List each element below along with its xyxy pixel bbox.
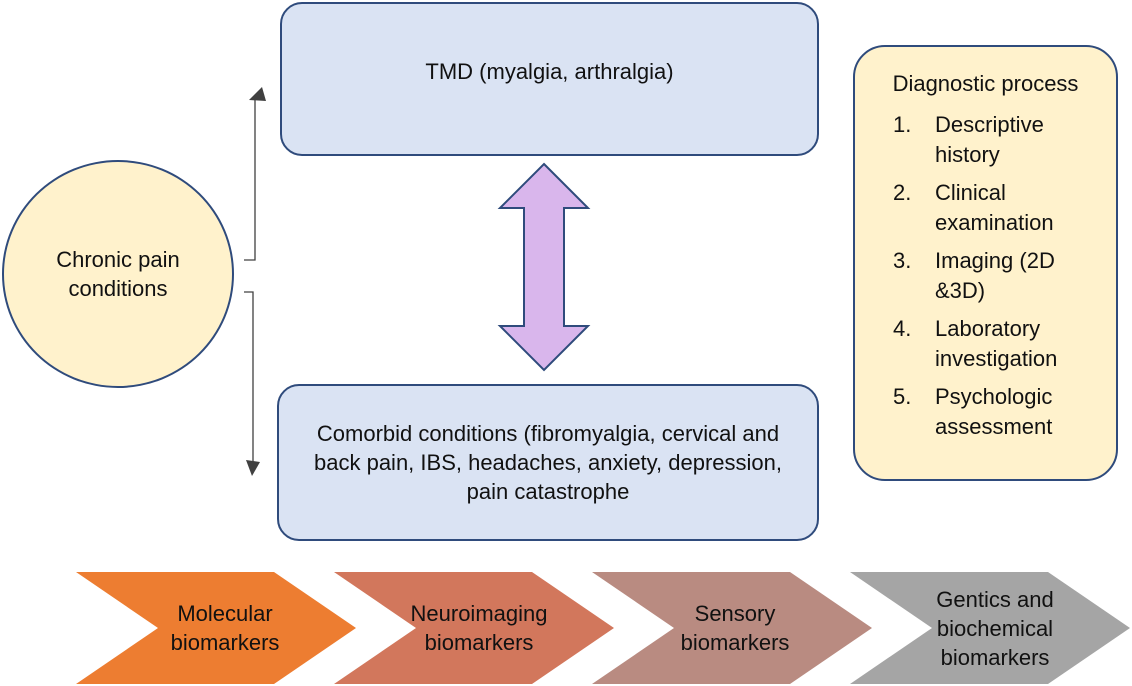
diagnostic-step: 4. Laboratory investigation <box>855 314 1116 374</box>
biomarker-label-genetics: Gentics and biochemical biomarkers <box>936 586 1054 670</box>
arrowhead-to-comorbid <box>246 460 260 476</box>
connector-to-comorbid <box>244 291 254 466</box>
chevron-sensory <box>592 572 872 684</box>
step-number: 4. <box>893 316 912 341</box>
biomarker-label-sensory: Sensory biomarkers <box>680 601 790 655</box>
biomarker-label-neuroimaging: Neuroimaging biomarkers <box>410 601 548 655</box>
diagnostic-step: 3. Imaging (2D &3D) <box>855 246 1116 306</box>
chevron-neuroimaging <box>334 572 614 684</box>
step-label: Descriptive history <box>935 112 1044 167</box>
step-label: Laboratory investigation <box>935 316 1058 371</box>
step-label: Psychologic assessment <box>935 384 1053 439</box>
comorbid-conditions-box: Comorbid conditions (fibromyalgia, cervi… <box>277 384 819 541</box>
comorbid-label: Comorbid conditions (fibromyalgia, cervi… <box>314 421 782 504</box>
double-arrow-icon <box>497 162 591 372</box>
chronic-label: Chronic pain conditions <box>56 247 180 301</box>
tmd-box: TMD (myalgia, arthralgia) <box>280 2 819 156</box>
diagnostic-step: 5. Psychologic assessment <box>855 382 1116 442</box>
tmd-label: TMD (myalgia, arthralgia) <box>425 59 674 84</box>
biomarker-label-molecular: Molecular biomarkers <box>170 601 280 655</box>
chevron-genetics <box>850 572 1130 684</box>
chevron-molecular <box>76 572 356 684</box>
diagnostic-steps-list: 1. Descriptive history 2. Clinical exami… <box>855 110 1116 442</box>
chronic-pain-circle: Chronic pain conditions <box>2 160 234 388</box>
diagnostic-step: 2. Clinical examination <box>855 178 1116 238</box>
connector-to-tmd <box>244 96 256 261</box>
arrowhead-to-tmd <box>249 87 266 101</box>
step-number: 2. <box>893 180 912 205</box>
step-number: 5. <box>893 384 912 409</box>
diagnostic-step: 1. Descriptive history <box>855 110 1116 170</box>
step-number: 1. <box>893 112 912 137</box>
diagnostic-title: Diagnostic process <box>892 71 1079 96</box>
step-label: Imaging (2D &3D) <box>935 248 1055 303</box>
step-label: Clinical examination <box>935 180 1054 235</box>
step-number: 3. <box>893 248 912 273</box>
diagnostic-process-box: Diagnostic process 1. Descriptive histor… <box>853 45 1118 481</box>
